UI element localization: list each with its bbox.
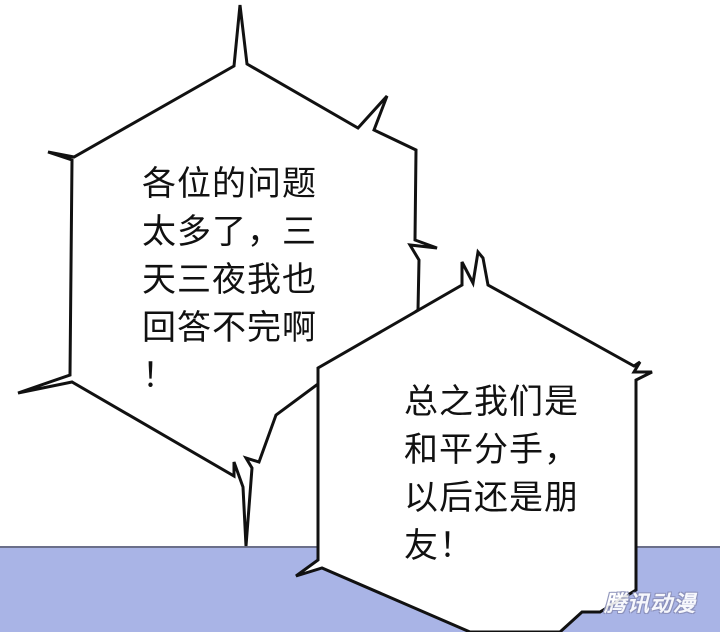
speech-bubble-left <box>17 4 438 547</box>
bubble-line: 友！ <box>404 526 474 566</box>
bubble-line: 太多了，三 <box>142 212 317 252</box>
bubble-line: 以后还是朋 <box>404 478 579 518</box>
bubble-line: 总之我们是 <box>404 382 579 422</box>
bubble-line: 和平分手， <box>404 430 579 470</box>
bubble-line: 天三夜我也 <box>142 260 317 300</box>
bubble-line: ！ <box>142 356 177 396</box>
watermark-logo: 腾讯动漫 <box>603 592 696 617</box>
bubble-line: 各位的问题 <box>142 164 317 204</box>
speech-bubble-right <box>295 248 653 632</box>
speech-bubble-left-text: 各位的问题 太多了，三 天三夜我也 回答不完啊 ！ <box>142 160 317 400</box>
bubble-line: 回答不完啊 <box>142 308 317 348</box>
speech-bubble-right-text: 总之我们是 和平分手， 以后还是朋 友！ <box>404 378 579 570</box>
